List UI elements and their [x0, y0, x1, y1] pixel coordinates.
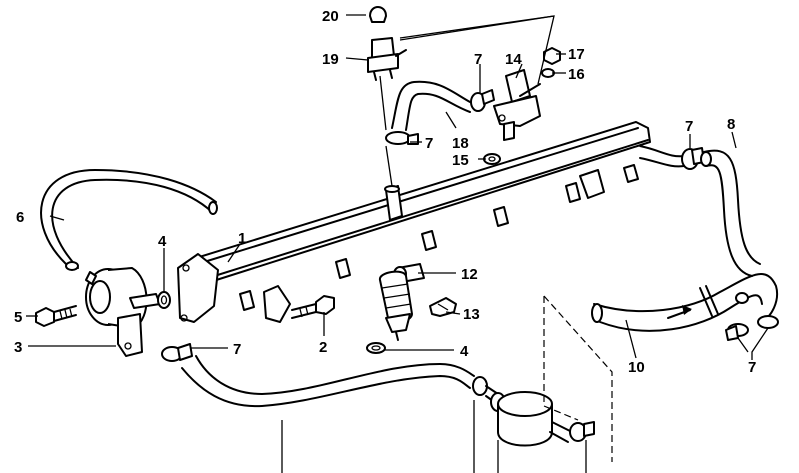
- leader-lines: [26, 14, 769, 360]
- clamp-7-top: [470, 89, 495, 112]
- callout-10: 10: [628, 359, 645, 376]
- callout-19: 19: [322, 51, 339, 68]
- seal-4-injector: [366, 342, 386, 354]
- callout-4-left: 4: [158, 233, 167, 250]
- callout-12: 12: [461, 266, 478, 283]
- callout-8: 8: [727, 116, 735, 133]
- callout-2: 2: [319, 339, 327, 356]
- bolt-2: [291, 295, 335, 319]
- cap-20: [369, 6, 387, 23]
- dashed-boundary: [543, 295, 613, 462]
- clamp-7-right-lower: [725, 315, 779, 341]
- reference-lines: [281, 75, 587, 473]
- callout-7-top: 7: [474, 51, 482, 68]
- callout-3: 3: [14, 339, 22, 356]
- callout-4-injector: 4: [460, 343, 469, 360]
- callout-labels: 20 19 7 14 17 16 18 7 15 7 8 6 1 4 5 3 2…: [14, 8, 756, 376]
- callout-20: 20: [322, 8, 339, 25]
- bolt-5: [35, 305, 77, 327]
- clamp-7-lower-left: [161, 343, 193, 362]
- callout-17: 17: [568, 46, 585, 63]
- clip-13: [429, 297, 457, 317]
- callout-13: 13: [463, 306, 480, 323]
- callout-14: 14: [505, 51, 522, 68]
- hose-10: [591, 273, 778, 332]
- air-valve-14: [493, 69, 541, 141]
- callout-7-center: 7: [425, 135, 433, 152]
- callout-6: 6: [16, 209, 24, 226]
- fuel-injector-12: [379, 263, 425, 341]
- connector-19: [367, 37, 407, 81]
- callout-1: 1: [238, 230, 246, 247]
- pressure-regulator-3: [85, 267, 161, 357]
- callout-7-lower-left: 7: [233, 341, 241, 358]
- hose-8: [700, 149, 761, 277]
- callout-5: 5: [14, 309, 22, 326]
- washer-4-left: [157, 291, 171, 309]
- fuel-damper: [472, 376, 595, 447]
- callout-18: 18: [452, 135, 469, 152]
- o-ring-15: [483, 153, 501, 165]
- fuel-rail-1: [177, 121, 685, 323]
- callout-7-lower-right: 7: [748, 359, 756, 376]
- hose-18: [391, 80, 471, 131]
- callout-15: 15: [452, 152, 469, 169]
- vacuum-hose-6: [40, 169, 218, 271]
- fuel-hose-lower: [181, 355, 475, 408]
- callout-16: 16: [568, 66, 585, 83]
- callout-7-right: 7: [685, 118, 693, 135]
